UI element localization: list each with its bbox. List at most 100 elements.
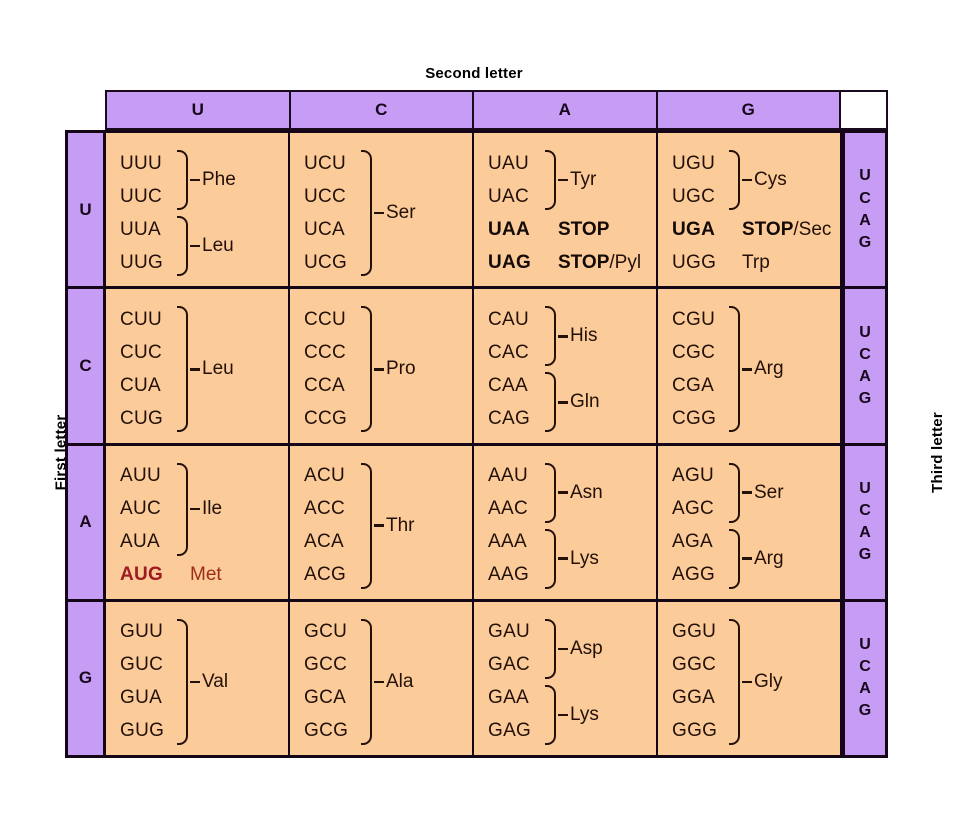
codon-line: UCC (304, 180, 472, 213)
third-letter-a: A (859, 367, 871, 385)
second-letter-header-g: G (657, 92, 841, 128)
codon-aag: AAG (488, 564, 530, 585)
codon-line: UAC (488, 180, 656, 213)
codon-line: UUU (120, 147, 288, 180)
codon-line: UCU (304, 147, 472, 180)
codon-cag: CAG (488, 407, 531, 429)
codon-line: ACC (304, 493, 472, 526)
codon-line: CCG (304, 402, 472, 435)
codon-line: CAA (488, 369, 656, 402)
codon-line: CGU (672, 303, 840, 336)
amino-acid-name: Trp (742, 251, 770, 273)
third-letter-u: U (859, 167, 871, 185)
third-letter-a: A (859, 524, 871, 542)
codon-line: GCA (304, 682, 472, 715)
codon-line: ACU (304, 460, 472, 493)
first-letter-cell-a: A (68, 445, 106, 599)
codon-ugg: UGG (672, 251, 717, 273)
codon-cau: CAU (488, 308, 530, 330)
codon-line: ACG (304, 559, 472, 592)
codon-cac: CAC (488, 341, 530, 363)
codon-line: CCU (304, 303, 472, 336)
codon-line: GUU (120, 616, 288, 649)
codon-line: GCG (304, 715, 472, 748)
first-letter-cell-u: U (68, 133, 106, 287)
codon-line: GGC (672, 649, 840, 682)
codon-cuc: CUC (120, 341, 163, 363)
codon-line: UCA (304, 213, 472, 246)
codon-gaa: GAA (488, 687, 530, 709)
codon-cug: CUG (120, 407, 164, 429)
codon-line: GUG (120, 715, 288, 748)
third-letter-c: C (859, 189, 871, 207)
codon-agc: AGC (672, 498, 715, 519)
codon-uca: UCA (304, 218, 346, 240)
codon-line: CUG (120, 402, 288, 435)
codon-aga: AGA (672, 531, 714, 552)
codon-line: CGA (672, 369, 840, 402)
codon-line: CUC (120, 336, 288, 369)
codon-agu: AGU (672, 465, 715, 486)
codon-gau: GAU (488, 621, 531, 643)
codon-acc: ACC (304, 498, 346, 519)
codon-ccc: CCC (304, 341, 347, 363)
codon-ugc: UGC (672, 185, 716, 207)
codon-gcc: GCC (304, 654, 348, 676)
codon-cca: CCA (304, 374, 346, 396)
third-letter-g: G (858, 233, 872, 251)
amino-acid-label: Trp (742, 252, 770, 274)
codon-uga: UGA (672, 218, 716, 240)
codon-gcg: GCG (304, 720, 349, 742)
third-letter-g: G (858, 389, 872, 407)
codon-line: UAU (488, 147, 656, 180)
codon-uua: UUA (120, 218, 162, 240)
third-letter-c: C (859, 502, 871, 520)
codon-line: GGA (672, 682, 840, 715)
codon-line: GAC (488, 649, 656, 682)
codon-line: ACA (304, 526, 472, 559)
codon-line: UGU (672, 147, 840, 180)
header-spacer (841, 92, 886, 128)
third-letter-u: U (859, 636, 871, 654)
first-letter-cell-c: C (68, 289, 106, 443)
third-letter-g: G (858, 546, 872, 564)
codon-line: CCA (304, 369, 472, 402)
codon-ucg: UCG (304, 251, 348, 273)
third-letter-a: A (859, 211, 871, 229)
codon-gag: GAG (488, 720, 532, 742)
codon-line: UCG (304, 246, 472, 279)
codon-cuu: CUU (120, 308, 163, 330)
third-letter-title: Third letter (928, 412, 946, 493)
codon-line: UUC (120, 180, 288, 213)
codon-aac: AAC (488, 498, 528, 519)
codon-line: UGG Trp (672, 246, 840, 279)
codon-line: AGA (672, 526, 840, 559)
codon-line: AGU (672, 460, 840, 493)
codon-gca: GCA (304, 687, 347, 709)
codon-caa: CAA (488, 374, 528, 396)
codon-ucc: UCC (304, 185, 347, 207)
amino-acid-name: /Pyl (609, 251, 642, 273)
codon-line: CCC (304, 336, 472, 369)
codon-guu: GUU (120, 621, 164, 643)
codon-line: AGC (672, 493, 840, 526)
codon-guc: GUC (120, 654, 164, 676)
amino-acid-name: /Sec (793, 218, 832, 240)
codon-acu: ACU (304, 465, 346, 486)
codon-gua: GUA (120, 687, 163, 709)
amino-acid-label: STOP/Pyl (558, 252, 641, 274)
